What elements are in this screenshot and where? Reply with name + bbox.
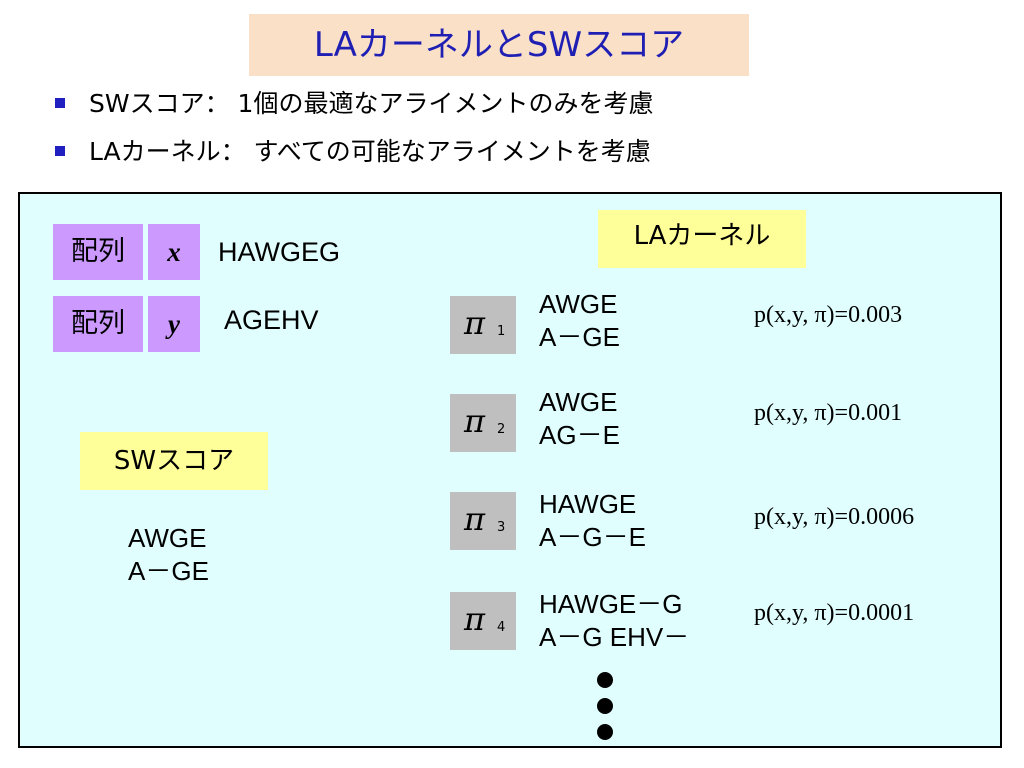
sequence-x-label: 配列	[53, 224, 143, 280]
sequence-y-variable: y	[148, 296, 200, 352]
sequence-y-label: 配列	[53, 296, 143, 352]
pi-index: 4	[497, 620, 506, 635]
la-prob-1: p(x,y, π)=0.003	[754, 302, 903, 328]
continuation-dot	[597, 724, 613, 740]
bullet-square-icon	[55, 146, 65, 156]
bullet-la: LAカーネル： すべての可能なアライメントを考慮	[55, 132, 651, 172]
pi-symbol: π	[464, 500, 486, 538]
sequence-x-variable: x	[148, 224, 200, 280]
sw-alignment-top: AWGE	[128, 523, 207, 553]
bullet-square-icon	[55, 98, 65, 108]
sw-score-label: SWスコア	[80, 432, 268, 490]
pi-symbol: π	[464, 600, 486, 638]
la-prob-2: p(x,y, π)=0.001	[754, 400, 903, 426]
la-prob-3: p(x,y, π)=0.0006	[754, 504, 915, 530]
pi-2-box: π 2	[450, 394, 516, 452]
sw-alignment-bottom: A－GE	[128, 556, 209, 586]
alignment-top: AWGE	[539, 289, 618, 319]
alignment-top: HAWGE	[539, 489, 637, 519]
pi-1-box: π 1	[450, 296, 516, 354]
sequence-x-value: HAWGEG	[218, 237, 341, 267]
la-prob-4: p(x,y, π)=0.0001	[754, 600, 915, 626]
bullet-sw: SWスコア： 1個の最適なアライメントのみを考慮	[55, 84, 653, 124]
slide-title: LAカーネルとSWスコア	[249, 14, 749, 76]
alignment-top: AWGE	[539, 387, 618, 417]
pi-index: 2	[497, 422, 506, 437]
pi-symbol: π	[464, 304, 486, 342]
continuation-dot	[597, 672, 613, 688]
alignment-bottom: AG－E	[539, 420, 620, 450]
pi-3-box: π 3	[450, 492, 516, 550]
pi-index: 3	[497, 520, 506, 535]
pi-4-box: π 4	[450, 592, 516, 650]
sequence-y-value: AGEHV	[224, 305, 319, 335]
bullet-text: SWスコア： 1個の最適なアライメントのみを考慮	[89, 89, 654, 118]
alignment-bottom: A－G EHV－	[539, 622, 690, 652]
pi-symbol: π	[464, 402, 486, 440]
la-kernel-label: LAカーネル	[598, 210, 806, 268]
alignment-bottom: A－G－E	[539, 522, 646, 552]
alignment-top: HAWGE－G	[539, 589, 683, 619]
bullet-text: LAカーネル： すべての可能なアライメントを考慮	[89, 137, 651, 166]
continuation-dot	[597, 698, 613, 714]
pi-index: 1	[497, 324, 506, 339]
alignment-bottom: A－GE	[539, 322, 620, 352]
